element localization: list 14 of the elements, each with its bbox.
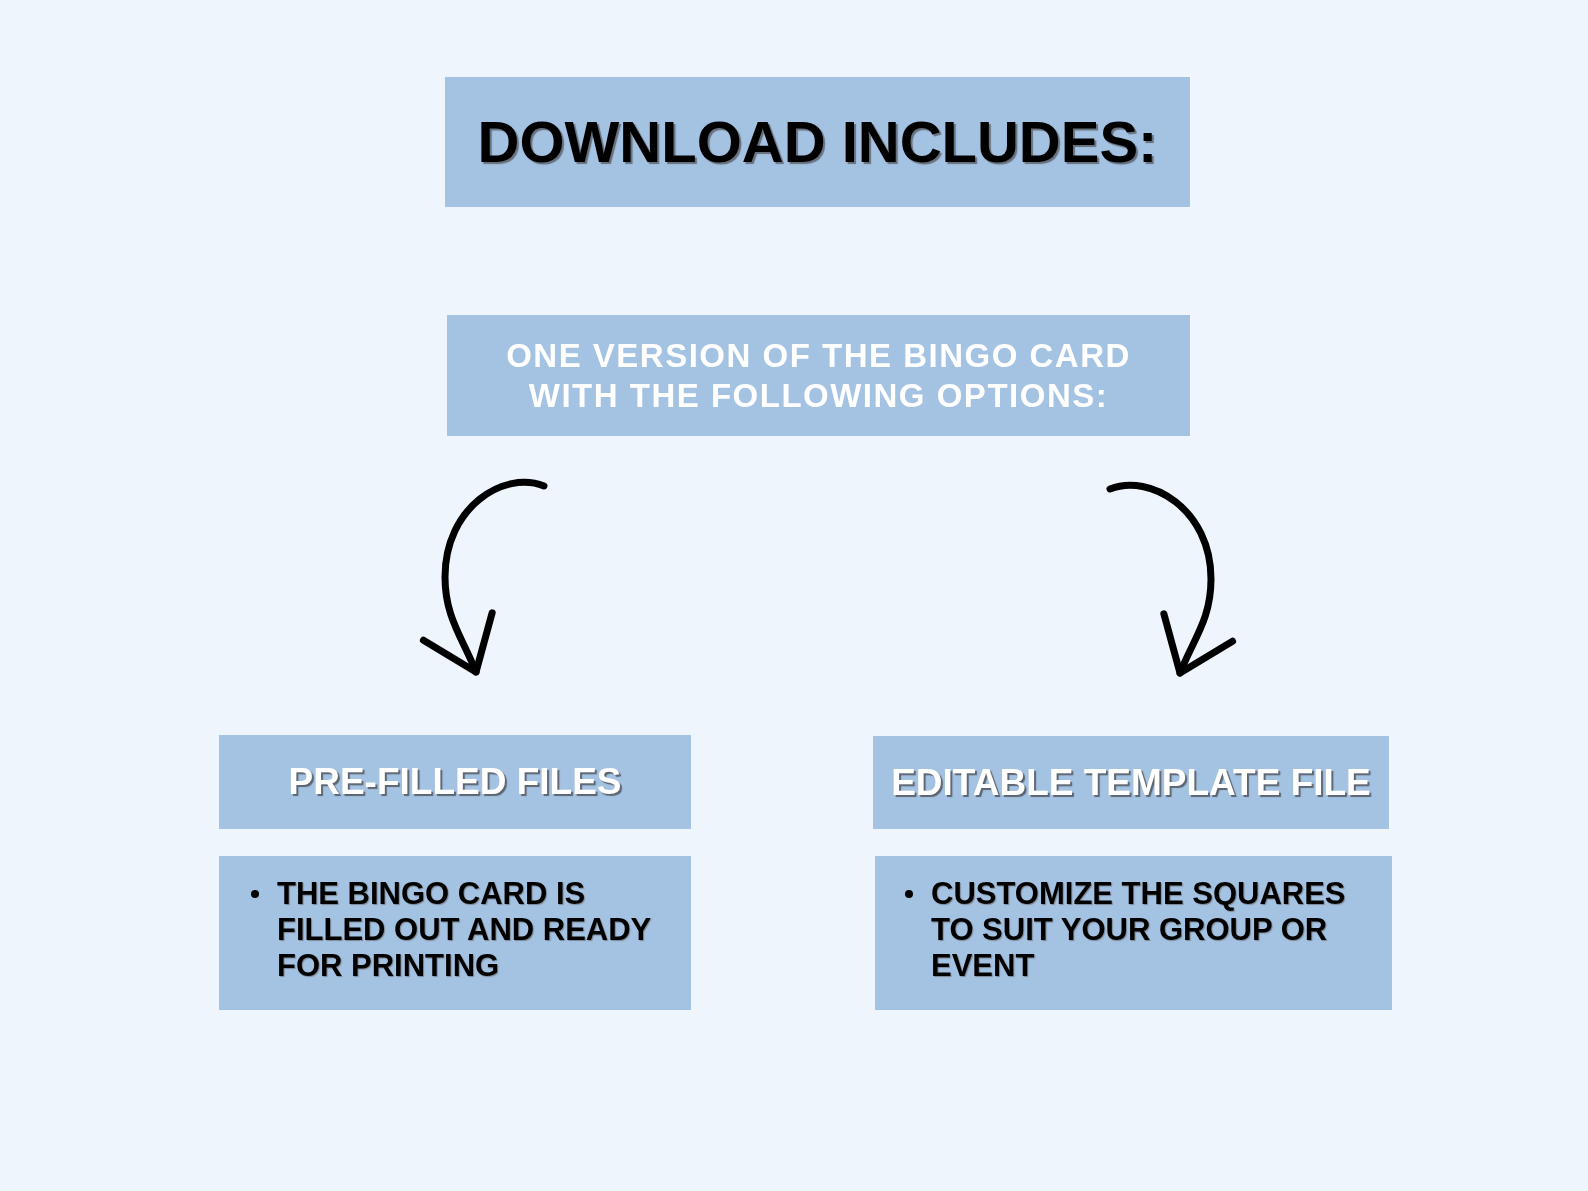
- description-box: [875, 856, 1392, 1010]
- section-box: [447, 315, 1190, 436]
- option-header-box: [219, 735, 691, 829]
- heading-box: [445, 77, 1190, 207]
- curved-arrow: [1106, 481, 1237, 677]
- bullet-text: THE BINGO CARD IS FILLED OUT AND READY FOR PRINTING: [277, 876, 652, 984]
- option-header-box: [873, 736, 1389, 829]
- option-title: PRE-FILLED FILES: [288, 760, 622, 804]
- curved-arrow: [419, 478, 548, 676]
- description-box: [219, 856, 691, 1010]
- subheading-text: ONE VERSION OF THE BINGO CARD WITH THE FOLLOWING OPTIONS:: [505, 335, 1132, 416]
- bullet-text: CUSTOMIZE THE SQUARES TO SUIT YOUR GROUP OR EVENT: [931, 876, 1347, 984]
- option-title: EDITABLE TEMPLATE FILE: [891, 760, 1371, 805]
- heading-text: DOWNLOAD INCLUDES:: [477, 108, 1158, 176]
